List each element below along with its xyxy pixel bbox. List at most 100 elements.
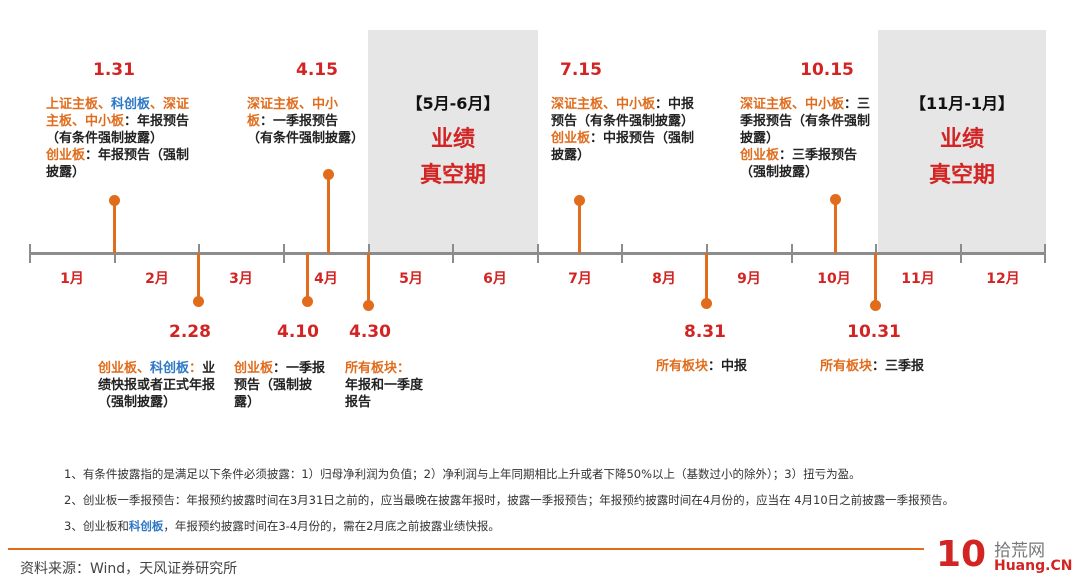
axis-tick xyxy=(1044,244,1046,263)
event-stem xyxy=(306,253,309,301)
vacuum-bracket: 【5月-6月】 xyxy=(406,94,500,113)
month-label: 9月 xyxy=(737,271,761,287)
event-text: ：中报预告（有条件强制披露） xyxy=(551,97,695,129)
axis-tick xyxy=(114,244,116,263)
event-stem xyxy=(367,253,370,301)
vacuum-label-may-jun: 【5月-6月】 业绩 真空期 xyxy=(368,90,538,194)
vacuum-line1: 业绩 xyxy=(939,127,984,152)
separator: 、 xyxy=(98,97,112,112)
board-label: 所有板块 xyxy=(656,359,709,374)
event-date-8-31: 8.31 xyxy=(684,322,726,342)
event-marker xyxy=(363,300,374,311)
board-label: 创业板 xyxy=(551,131,591,146)
board-label: 深证主板、中小板 xyxy=(551,97,656,112)
footnote-text: 3、创业板和 xyxy=(64,519,129,533)
event-text: ：一季报预告（强制披露） xyxy=(234,361,326,410)
event-stem xyxy=(327,174,330,253)
event-desc-7-15: 深证主板、中小板：中报预告（有条件强制披露） 创业板：中报预告（强制披露） xyxy=(551,96,703,164)
footnote-3: 3、创业板和科创板，年报预约披露时间在3-4月份的，需在2月底之前披露业绩快报。 xyxy=(64,518,500,534)
event-text: ：三季报预告（强制披露） xyxy=(740,148,858,180)
event-date-2-28: 2.28 xyxy=(169,322,211,342)
vacuum-line2: 真空期 xyxy=(928,163,995,188)
axis-tick xyxy=(621,244,623,263)
event-desc-10-15: 深证主板、中小板：三季报预告（有条件强制披露） 创业板：三季报预告（强制披露） xyxy=(740,96,876,181)
board-label: 所有板块： xyxy=(345,361,411,376)
event-text: ：三季报 xyxy=(872,359,925,374)
source-note: 资料来源：Wind，天风证券研究所 xyxy=(20,561,238,577)
watermark-logo: 10 拾荒网 Huang.CN xyxy=(936,534,1076,580)
vacuum-bracket: 【11月-1月】 xyxy=(909,94,1015,113)
event-desc-8-31: 所有板块：中报 xyxy=(656,358,776,375)
logo-chinese: 拾荒网 xyxy=(994,541,1045,561)
axis-tick xyxy=(791,244,793,263)
month-label: 11月 xyxy=(901,271,935,287)
event-desc-1-31: 上证主板、科创板、深证主板、中小板：年报预告（有条件强制披露） 创业板：年报预告… xyxy=(46,96,202,181)
event-text: ：年报预告（强制披露） xyxy=(46,148,190,180)
board-label: 深证主板、中小板 xyxy=(740,97,845,112)
event-stem xyxy=(113,200,116,253)
event-text: ：中报 xyxy=(708,359,748,374)
month-label: 8月 xyxy=(652,271,676,287)
event-date-7-15: 7.15 xyxy=(560,60,602,80)
footnote-2: 2、创业板一季报预告：年报预约披露时间在3月31日之前的，应当最晚在披露年报时，… xyxy=(64,493,955,507)
event-desc-10-31: 所有板块：三季报 xyxy=(820,358,960,375)
month-label: 7月 xyxy=(568,271,592,287)
event-date-10-31: 10.31 xyxy=(847,322,901,342)
axis-tick xyxy=(452,244,454,263)
axis-tick xyxy=(537,244,539,263)
axis-tick xyxy=(283,244,285,263)
logo-number: 10 xyxy=(936,534,987,575)
axis-tick xyxy=(960,244,962,263)
board-label: 创业板 xyxy=(98,361,138,376)
footnote-text: ，年报预约披露时间在3-4月份的，需在2月底之前披露业绩快报。 xyxy=(163,519,500,533)
event-stem xyxy=(197,253,200,301)
event-desc-4-30: 所有板块： 年报和一季度报告 xyxy=(345,360,429,411)
event-text: 业绩快报或者正式年报（强制披露） xyxy=(98,361,216,410)
board-label: 所有板块 xyxy=(820,359,873,374)
event-text: ：中报预告（强制披露） xyxy=(551,131,695,163)
event-date-10-15: 10.15 xyxy=(800,60,854,80)
board-label: 创业板 xyxy=(740,148,780,163)
axis-tick xyxy=(29,244,31,263)
vacuum-shade-nov-jan xyxy=(878,30,1046,252)
month-label: 10月 xyxy=(817,271,851,287)
month-label: 3月 xyxy=(229,271,253,287)
event-text: ：年报预告（有条件强制披露） xyxy=(46,114,190,146)
separator: 、 xyxy=(137,361,151,376)
event-date-4-15: 4.15 xyxy=(296,60,338,80)
month-label: 5月 xyxy=(399,271,423,287)
month-label: 12月 xyxy=(986,271,1020,287)
month-label: 4月 xyxy=(314,271,338,287)
event-marker xyxy=(870,300,881,311)
footnote-highlight: 科创板 xyxy=(128,519,164,533)
event-desc-4-10: 创业板：一季报预告（强制披露） xyxy=(234,360,328,411)
event-stem xyxy=(705,253,708,301)
vacuum-shade-may-jun xyxy=(368,30,538,252)
footnote-1: 1、有条件披露指的是满足以下条件必须披露：1）归母净利润为负值；2）净利润与上年… xyxy=(64,467,861,481)
board-label: 科创板 xyxy=(150,361,190,376)
event-desc-2-28: 创业板、科创板：业绩快报或者正式年报（强制披露） xyxy=(98,360,218,411)
event-desc-4-15: 深证主板、中小板：一季报预告（有条件强制披露） xyxy=(247,96,365,147)
board-label: 科创板 xyxy=(111,97,151,112)
event-stem xyxy=(578,200,581,253)
footer-divider xyxy=(8,548,924,550)
board-label: 深证主板、中小板 xyxy=(247,97,339,129)
vacuum-line1: 业绩 xyxy=(430,127,475,152)
event-stem xyxy=(834,199,837,253)
board-label: 创业板 xyxy=(234,361,274,376)
event-marker xyxy=(302,296,313,307)
event-text: ：一季报预告（有条件强制披露） xyxy=(247,114,365,146)
month-label: 2月 xyxy=(145,271,169,287)
logo-english: Huang.CN xyxy=(994,558,1073,574)
board-label: 上证主板 xyxy=(46,97,99,112)
month-label: 6月 xyxy=(483,271,507,287)
vacuum-line2: 真空期 xyxy=(419,163,486,188)
event-marker xyxy=(193,296,204,307)
event-marker xyxy=(701,298,712,309)
event-date-1-31: 1.31 xyxy=(93,60,135,80)
event-text: ：三季报预告（有条件强制披露） xyxy=(740,97,871,146)
board-label: 创业板 xyxy=(46,148,86,163)
event-stem xyxy=(874,253,877,301)
separator: ： xyxy=(189,361,203,376)
vacuum-label-nov-jan: 【11月-1月】 业绩 真空期 xyxy=(878,90,1046,194)
